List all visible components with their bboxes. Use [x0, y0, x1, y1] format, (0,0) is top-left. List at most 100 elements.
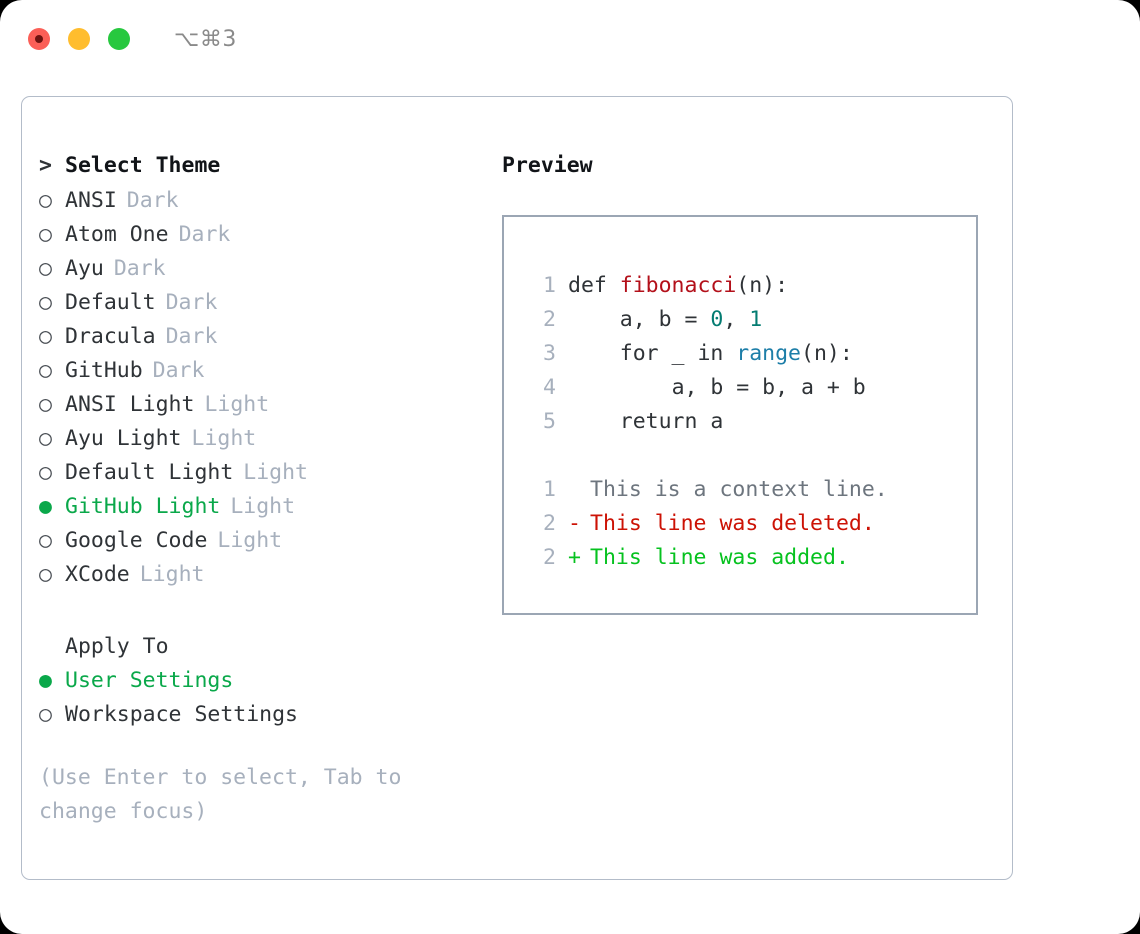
- code-token: fibonacci: [619, 273, 737, 298]
- window-controls: [28, 28, 130, 50]
- theme-variant-tag: Light: [217, 528, 283, 553]
- theme-variant-tag: Dark: [113, 256, 166, 281]
- line-number: 1: [543, 477, 556, 502]
- theme-variant-tag: Dark: [152, 358, 205, 383]
- radio-unselected-icon: ○: [39, 460, 52, 485]
- theme-variant-tag: Dark: [165, 290, 218, 315]
- radio-selected-icon: ●: [39, 668, 52, 693]
- radio-unselected-icon: ○: [39, 702, 52, 727]
- theme-name: GitHub Light: [65, 494, 221, 519]
- diff-sign: -: [568, 511, 581, 536]
- theme-name: XCode: [65, 562, 130, 587]
- line-number: 3: [543, 341, 556, 366]
- section-spacer: [39, 592, 499, 630]
- theme-name: ANSI: [65, 188, 117, 213]
- code-token: return a: [619, 409, 724, 434]
- code-diff-spacer: [526, 439, 976, 473]
- theme-variant-tag: Dark: [165, 324, 218, 349]
- keyboard-hint-text: (Use Enter to select, Tab to change focu…: [39, 765, 402, 824]
- theme-name: Atom One: [65, 222, 169, 247]
- apply-to-list: ● User Settings ○ Workspace Settings: [39, 664, 499, 732]
- theme-variant-tag: Light: [230, 494, 296, 519]
- theme-variant-tag: Light: [204, 392, 270, 417]
- code-line: 4 a, b = b, a + b: [526, 371, 976, 405]
- diff-content: This line was added.: [590, 545, 849, 570]
- theme-name: Default: [65, 290, 156, 315]
- apply-to-item[interactable]: ● User Settings: [39, 664, 499, 698]
- line-number: 4: [543, 375, 556, 400]
- radio-selected-icon: ●: [39, 494, 52, 519]
- code-token: (n):: [736, 273, 789, 298]
- radio-unselected-icon: ○: [39, 358, 52, 383]
- theme-variant-tag: Light: [191, 426, 257, 451]
- theme-variant-tag: Dark: [178, 222, 231, 247]
- apply-to-label: User Settings: [65, 668, 234, 693]
- theme-name: GitHub: [65, 358, 143, 383]
- keyboard-shortcut-label: ⌥⌘3: [174, 26, 237, 52]
- code-token: 0: [710, 307, 724, 332]
- line-number: 5: [543, 409, 556, 434]
- diff-text: +This line was added.: [568, 541, 849, 575]
- close-button[interactable]: [28, 28, 50, 50]
- code-token: 1: [749, 307, 763, 332]
- code-text: def fibonacci(n):: [568, 269, 788, 303]
- theme-variant-tag: Dark: [126, 188, 179, 213]
- apply-to-item[interactable]: ○ Workspace Settings: [39, 698, 499, 732]
- code-text: a, b = 0, 1: [568, 303, 762, 337]
- select-theme-header: > Select Theme: [39, 149, 499, 183]
- theme-name: Ayu Light: [65, 426, 182, 451]
- diff-sample: 1 This is a context line.2-This line was…: [526, 473, 976, 575]
- code-line: 3 for _ in range(n):: [526, 337, 976, 371]
- theme-list-item[interactable]: ○ Atom One Dark: [39, 218, 499, 252]
- diff-content: This is a context line.: [590, 477, 888, 502]
- maximize-button[interactable]: [108, 28, 130, 50]
- theme-list-item[interactable]: ○ GitHub Dark: [39, 354, 499, 388]
- line-number: 1: [543, 273, 556, 298]
- diff-text: -This line was deleted.: [568, 507, 875, 541]
- code-token: a, b = b, a + b: [671, 375, 866, 400]
- code-token: (n):: [801, 341, 853, 366]
- theme-list-item[interactable]: ● GitHub Light Light: [39, 490, 499, 524]
- radio-unselected-icon: ○: [39, 324, 52, 349]
- diff-line: 2-This line was deleted.: [526, 507, 976, 541]
- code-line: 2 a, b = 0, 1: [526, 303, 976, 337]
- code-text: return a: [568, 405, 724, 439]
- code-line: 1 def fibonacci(n):: [526, 269, 976, 303]
- radio-unselected-icon: ○: [39, 528, 52, 553]
- preview-title: Preview: [502, 153, 593, 178]
- code-text: a, b = b, a + b: [568, 371, 866, 405]
- theme-list-item[interactable]: ○ Default Dark: [39, 286, 499, 320]
- diff-line: 1 This is a context line.: [526, 473, 976, 507]
- code-text: for _ in range(n):: [568, 337, 853, 371]
- minimize-button[interactable]: [68, 28, 90, 50]
- radio-unselected-icon: ○: [39, 188, 52, 213]
- radio-unselected-icon: ○: [39, 290, 52, 315]
- title-bar: ⌥⌘3: [0, 0, 1140, 78]
- theme-list-item[interactable]: ○ Dracula Dark: [39, 320, 499, 354]
- prompt-caret-icon: >: [39, 153, 52, 178]
- radio-unselected-icon: ○: [39, 222, 52, 247]
- code-token: for _ in: [619, 341, 737, 366]
- theme-name: Dracula: [65, 324, 156, 349]
- apply-to-label: Workspace Settings: [65, 702, 298, 727]
- code-token: ,: [723, 307, 750, 332]
- theme-variant-tag: Light: [243, 460, 309, 485]
- theme-list-item[interactable]: ○ ANSI Dark: [39, 184, 499, 218]
- theme-name: ANSI Light: [65, 392, 195, 417]
- line-number: 2: [543, 545, 556, 570]
- theme-name: Ayu: [65, 256, 104, 281]
- theme-variant-tag: Light: [139, 562, 205, 587]
- line-number: 2: [543, 307, 556, 332]
